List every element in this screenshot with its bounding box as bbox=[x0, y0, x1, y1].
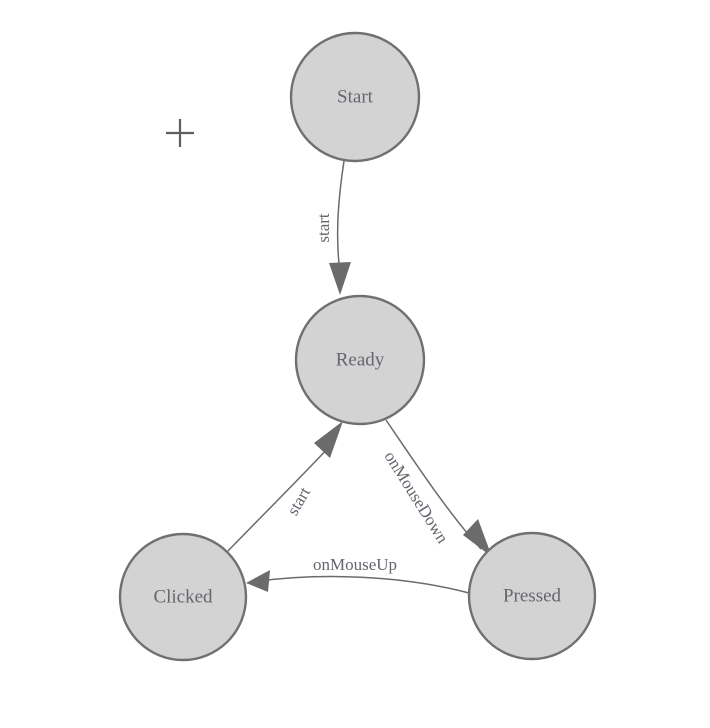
edge-label-ready-to-pressed: onMouseDown bbox=[381, 448, 453, 547]
crosshair-icon bbox=[166, 119, 194, 147]
node-start[interactable]: Start bbox=[289, 31, 421, 163]
edge-path-pressed-to-clicked bbox=[259, 575, 470, 594]
node-clicked-circle bbox=[118, 532, 248, 662]
node-ready-circle bbox=[294, 294, 426, 426]
edge-label-pressed-to-clicked: onMouseUp bbox=[313, 555, 397, 574]
edge-label-clicked-to-ready: start bbox=[283, 484, 314, 519]
edge-start-to-ready[interactable]: start bbox=[314, 160, 351, 295]
node-pressed-label: Pressed bbox=[503, 585, 562, 606]
node-clicked[interactable]: Clicked bbox=[118, 532, 248, 662]
node-start-circle bbox=[289, 31, 421, 163]
node-pressed-circle bbox=[467, 531, 597, 661]
edge-clicked-to-ready[interactable]: start bbox=[225, 421, 343, 554]
edge-pressed-to-clicked[interactable]: onMouseUp bbox=[246, 555, 470, 594]
edge-ready-to-pressed[interactable]: onMouseDown bbox=[381, 419, 492, 557]
arrowhead-clicked-to-ready bbox=[314, 421, 343, 458]
edge-path-start-to-ready bbox=[336, 160, 345, 265]
node-start-label: Start bbox=[337, 86, 374, 107]
edge-path-clicked-to-ready bbox=[225, 443, 333, 554]
edge-label-start-to-ready: start bbox=[314, 213, 333, 243]
node-ready[interactable]: Ready bbox=[294, 294, 426, 426]
arrowhead-start-to-ready bbox=[329, 262, 351, 295]
node-clicked-label: Clicked bbox=[153, 586, 213, 607]
arrowhead-ready-to-pressed bbox=[463, 519, 492, 557]
node-ready-label: Ready bbox=[336, 349, 385, 370]
node-pressed[interactable]: Pressed bbox=[467, 531, 597, 661]
arrowhead-pressed-to-clicked bbox=[246, 570, 270, 592]
